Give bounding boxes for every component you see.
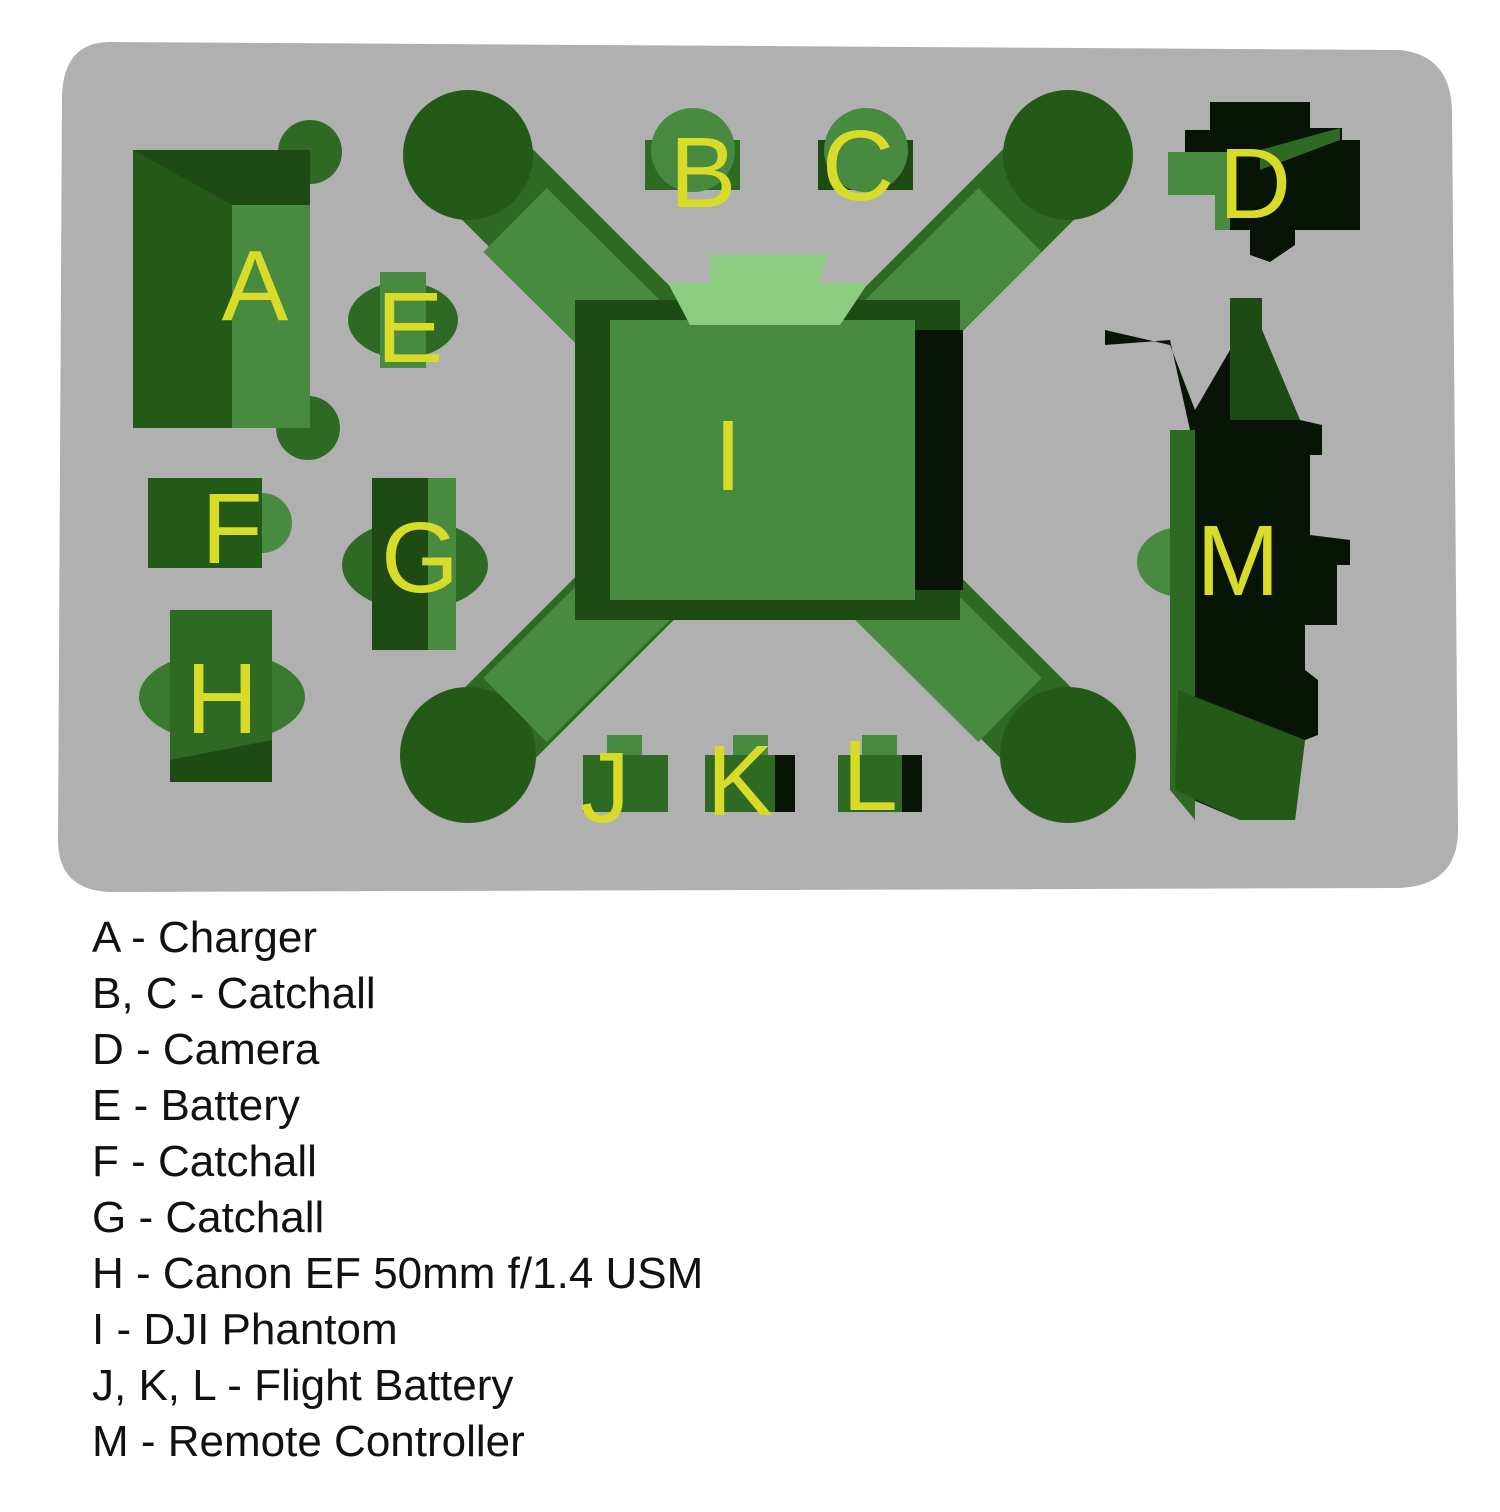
legend-item: H - Canon EF 50mm f/1.4 USM bbox=[92, 1249, 704, 1298]
label-h: H bbox=[186, 643, 258, 755]
foam-insert-diagram: A B C D E F G H I J K L M bbox=[58, 42, 1458, 892]
cutout-m-remote bbox=[1105, 298, 1350, 820]
cutout-k-battery bbox=[705, 735, 795, 812]
label-j: J bbox=[580, 732, 630, 844]
legend-item: G - Catchall bbox=[92, 1193, 325, 1242]
legend-item: I - DJI Phantom bbox=[92, 1305, 398, 1354]
cutout-f-catchall bbox=[148, 478, 292, 568]
cutout-g-catchall bbox=[342, 478, 488, 650]
label-a: A bbox=[222, 230, 289, 342]
label-f: F bbox=[201, 473, 262, 585]
cutout-l-battery bbox=[838, 735, 922, 812]
label-k: K bbox=[707, 725, 774, 837]
label-b: B bbox=[670, 117, 737, 229]
label-g: G bbox=[381, 502, 459, 614]
label-m: M bbox=[1196, 505, 1279, 617]
label-l: L bbox=[842, 720, 898, 832]
label-c: C bbox=[822, 110, 894, 222]
cutout-b-catchall bbox=[645, 108, 740, 192]
legend-item: M - Remote Controller bbox=[92, 1417, 525, 1466]
legend-item: B, C - Catchall bbox=[92, 969, 376, 1018]
legend-item: J, K, L - Flight Battery bbox=[92, 1361, 514, 1410]
cutout-e-battery bbox=[348, 272, 458, 368]
legend-item: D - Camera bbox=[92, 1025, 320, 1074]
cutout-a-charger bbox=[133, 120, 342, 460]
cutout-j-battery bbox=[583, 735, 668, 812]
legend: A - Charger B, C - Catchall D - Camera E… bbox=[92, 910, 703, 1470]
legend-item: F - Catchall bbox=[92, 1137, 317, 1186]
cutout-d-camera bbox=[1168, 102, 1360, 262]
cutout-h-lens bbox=[139, 610, 305, 782]
cutout-i-phantom bbox=[400, 90, 1136, 823]
label-d: D bbox=[1219, 128, 1291, 240]
label-e: E bbox=[377, 272, 444, 384]
legend-item: E - Battery bbox=[92, 1081, 300, 1130]
cutout-c-catchall bbox=[818, 108, 913, 192]
label-i: I bbox=[714, 400, 742, 512]
legend-item: A - Charger bbox=[92, 913, 317, 962]
